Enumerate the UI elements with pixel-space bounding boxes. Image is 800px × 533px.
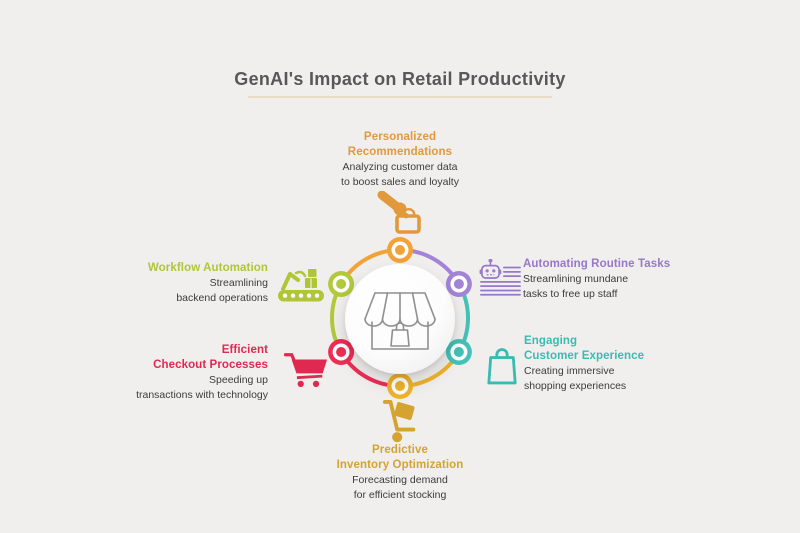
center-circle	[345, 264, 455, 374]
ring-node-predictive	[387, 373, 413, 399]
segment-personalized: Personalized Recommendations Analyzing c…	[290, 130, 510, 190]
ring-node-personalized	[387, 237, 413, 263]
segment-desc-line: to boost sales and loyalty	[341, 176, 459, 189]
segment-checkout: Efficient Checkout Processes Speeding up…	[118, 343, 268, 403]
segment-predictive: Predictive Inventory Optimization Foreca…	[300, 443, 500, 503]
title-underline	[248, 96, 552, 98]
segment-desc-line: backend operations	[176, 292, 268, 305]
ring-node-automating	[445, 271, 472, 297]
segment-title-line: Inventory Optimization	[336, 459, 464, 472]
ring-node-engaging	[445, 339, 472, 365]
segment-title-line: Customer Experience	[524, 350, 645, 363]
segment-engaging: Engaging Customer Experience Creating im…	[524, 334, 684, 394]
ring-node-workflow	[328, 271, 355, 297]
segment-desc-line: for efficient stocking	[353, 489, 447, 502]
segment-title-line: Predictive	[372, 444, 428, 456]
segment-title-line: Automating Routine Tasks	[523, 258, 671, 270]
page-title: GenAI's Impact on Retail Productivity	[234, 69, 566, 89]
segment-title-line: Checkout Processes	[153, 359, 268, 372]
conveyor-robot-icon	[277, 261, 327, 305]
segment-desc-line: tasks to free up staff	[523, 288, 618, 301]
segment-desc-line: Speeding up	[209, 374, 268, 387]
segment-title-line: Workflow Automation	[147, 262, 268, 274]
segment-title-line: Recommendations	[347, 146, 453, 159]
segment-desc-line: Analyzing customer data	[342, 161, 458, 174]
hand-truck-icon	[381, 399, 421, 443]
segment-desc-line: Streamlining	[209, 277, 268, 290]
robot-tasks-icon	[479, 258, 521, 300]
shopping-cart-icon	[283, 349, 328, 391]
segment-desc-line: Streamlining mundane	[523, 273, 629, 286]
segment-desc-line: transactions with technology	[136, 389, 268, 402]
segment-workflow: Workflow Automation Streamlining backend…	[100, 261, 268, 306]
segment-title-line: Efficient	[221, 344, 268, 356]
segment-title-line: Engaging	[524, 335, 578, 347]
shopping-bag-icon	[486, 345, 518, 387]
cycle-ring	[328, 237, 472, 399]
segment-automating: Automating Routine Tasks Streamlining mu…	[523, 257, 693, 302]
hand-basket-icon	[377, 190, 425, 235]
segment-desc-line: shopping experiences	[524, 380, 627, 393]
storefront-icon	[364, 292, 436, 350]
ring-node-checkout	[328, 339, 355, 365]
segment-desc-line: Creating immersive	[524, 365, 615, 378]
segment-title-line: Personalized	[363, 131, 437, 143]
segment-desc-line: Forecasting demand	[352, 474, 448, 487]
